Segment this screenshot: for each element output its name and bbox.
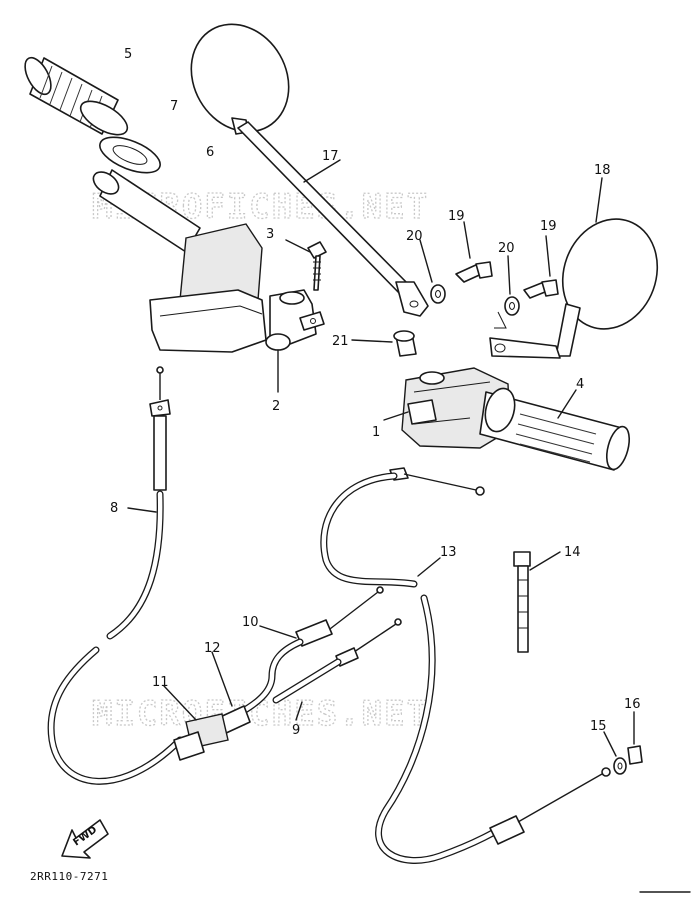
label-part-16: 16 <box>624 697 641 712</box>
label-part-20-left: 20 <box>406 229 423 244</box>
label-part-5: 5 <box>124 47 132 62</box>
label-part-7: 7 <box>170 99 178 114</box>
part-5-left-grip[interactable] <box>20 54 133 142</box>
part-13-cable[interactable] <box>320 467 611 864</box>
part-2-switch-housing[interactable] <box>149 223 325 393</box>
diagram-code: 2RR110-7271 <box>30 870 108 883</box>
part-11-cable-joint[interactable] <box>163 685 229 761</box>
label-part-13: 13 <box>440 545 457 560</box>
label-part-18: 18 <box>594 163 611 178</box>
label-part-3: 3 <box>266 227 274 242</box>
fwd-arrow-icon: FWD <box>61 819 109 859</box>
label-part-9: 9 <box>292 723 300 738</box>
part-10-cable[interactable] <box>234 586 384 718</box>
part-3-screw[interactable] <box>285 239 327 291</box>
label-part-1: 1 <box>372 425 380 440</box>
label-part-8: 8 <box>110 501 118 516</box>
label-part-4: 4 <box>576 377 584 392</box>
part-17-left-mirror[interactable] <box>172 7 429 317</box>
part-21-plug[interactable] <box>351 330 417 357</box>
label-part-2: 2 <box>272 399 280 414</box>
part-16-adjuster[interactable] <box>627 711 643 765</box>
label-part-15: 15 <box>590 719 607 734</box>
label-part-11: 11 <box>152 675 169 690</box>
label-part-12: 12 <box>204 641 221 656</box>
part-8-cable[interactable] <box>47 366 184 785</box>
label-part-20-right: 20 <box>498 241 515 256</box>
part-15-nut[interactable] <box>603 731 627 775</box>
label-part-6: 6 <box>206 145 214 160</box>
right-throttle-assembly <box>383 367 633 472</box>
left-handlebar-assembly <box>20 54 327 393</box>
part-6-handlebar[interactable] <box>89 168 201 253</box>
label-part-21: 21 <box>332 334 349 349</box>
part-19-bolt-right[interactable] <box>523 235 559 299</box>
part-18-right-mirror[interactable] <box>489 177 672 359</box>
part-number-labels: 5 7 6 3 2 17 18 19 19 20 20 21 4 1 8 13 … <box>110 47 641 738</box>
label-part-19-left: 19 <box>448 209 465 224</box>
label-part-14: 14 <box>564 545 581 560</box>
label-part-17: 17 <box>322 149 339 164</box>
part-19-bolt-left[interactable] <box>455 221 493 283</box>
part-9-cable[interactable] <box>272 618 402 721</box>
label-part-19-right: 19 <box>540 219 557 234</box>
part-20-washer-left[interactable] <box>419 239 446 304</box>
label-part-10: 10 <box>242 615 259 630</box>
part-20-washer-right[interactable] <box>494 255 520 329</box>
part-7-grip-ring[interactable] <box>95 130 165 180</box>
part-14-cable-tie[interactable] <box>513 551 561 653</box>
part-4-right-grip[interactable] <box>479 385 633 472</box>
